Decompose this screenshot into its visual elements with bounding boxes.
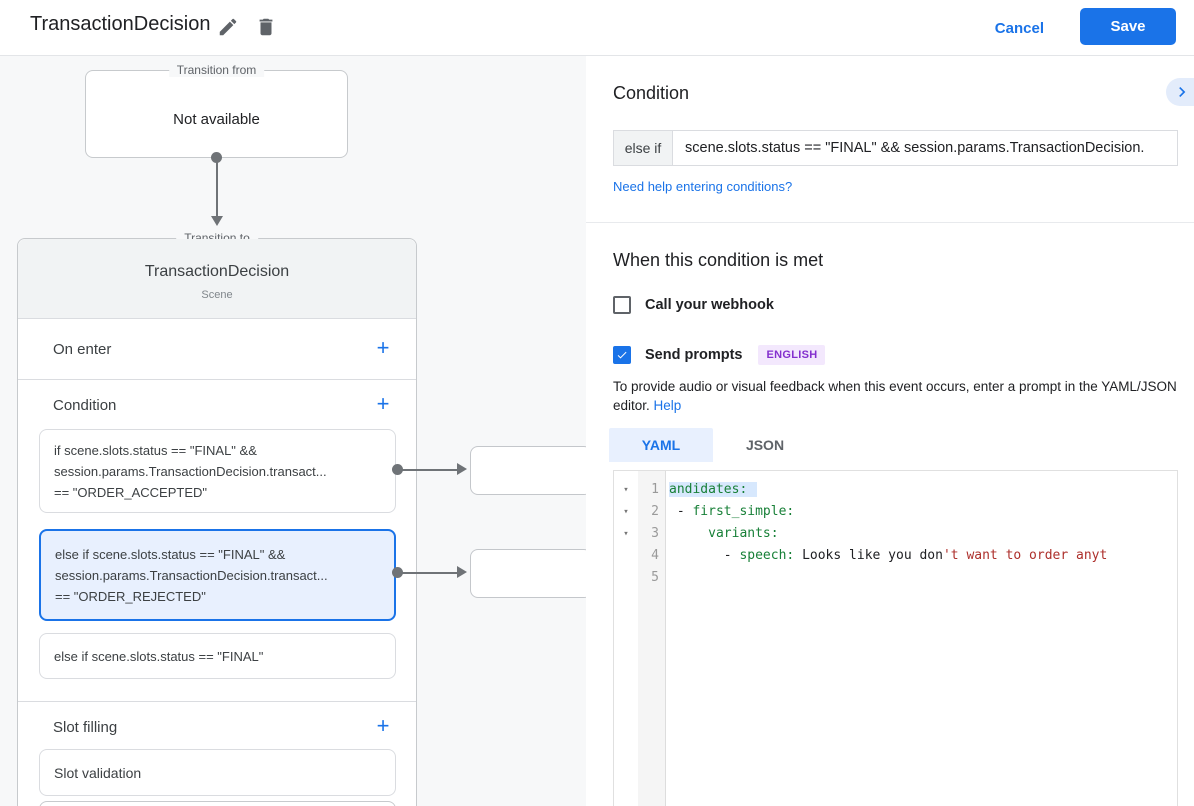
connector-dot	[392, 567, 403, 578]
condition-card-3[interactable]: else if scene.slots.status == "FINAL"	[39, 633, 396, 679]
code-area[interactable]: andidates: - first_simple: variants: - s…	[666, 471, 1177, 806]
editor-tabs: YAML JSON	[609, 428, 817, 462]
transition-from-legend: Transition from	[168, 63, 265, 77]
condition-prefix-label: else if	[613, 130, 672, 166]
code-token: first_simple:	[692, 504, 795, 519]
connector-line	[400, 469, 458, 471]
code-token: -	[669, 548, 740, 563]
line-number: 3	[651, 526, 659, 541]
condition-card-2-selected[interactable]: else if scene.slots.status == "FINAL" &&…	[39, 529, 396, 621]
transition-from-box[interactable]: Transition from Not available	[85, 63, 348, 158]
code-token: 't want to order anyt	[942, 548, 1108, 563]
transition-from-value: Not available	[173, 111, 260, 128]
trash-icon	[255, 18, 277, 41]
condition-card-line: session.params.TransactionDecision.trans…	[55, 568, 328, 583]
condition-section-label: Condition	[53, 397, 117, 414]
line-number: 1	[651, 482, 659, 497]
slot-validation-card[interactable]: Slot validation	[39, 749, 396, 796]
code-token: andidates:	[669, 482, 758, 497]
edit-scene-button[interactable]	[214, 14, 242, 42]
add-slot-button[interactable]: +	[370, 713, 396, 739]
fold-arrow-icon[interactable]: ▾	[623, 507, 629, 517]
code-token	[669, 526, 708, 541]
send-prompts-label: Send prompts	[645, 347, 743, 363]
call-webhook-label: Call your webhook	[645, 297, 774, 313]
add-condition-button[interactable]: +	[370, 391, 396, 417]
code-line	[669, 567, 1177, 589]
condition-card-line: == "ORDER_ACCEPTED"	[54, 485, 207, 500]
cancel-button[interactable]: Cancel	[979, 10, 1060, 46]
condition-panel-heading: Condition	[613, 83, 690, 103]
code-line: - speech: Looks like you don't want to o…	[669, 545, 1177, 567]
code-line: andidates:	[669, 479, 1177, 501]
divider	[18, 701, 416, 702]
scene-type-label: Scene	[201, 289, 233, 301]
transition-target-box-1[interactable]	[470, 446, 586, 495]
delete-scene-button[interactable]	[252, 14, 280, 42]
condition-card-line: else if scene.slots.status == "FINAL"	[54, 648, 264, 664]
condition-expression-input[interactable]	[672, 130, 1178, 166]
next-card-stub[interactable]	[39, 801, 396, 806]
condition-card-line: if scene.slots.status == "FINAL" &&	[54, 443, 257, 458]
fold-arrow-icon[interactable]: ▾	[623, 529, 629, 539]
code-token: Looks like you don	[794, 548, 943, 563]
yaml-editor: ▾ ▾ ▾ 1 2 3 4 5 andidates: - first_simple: var…	[613, 470, 1178, 806]
line-number-gutter: 1 2 3 4 5	[638, 471, 666, 806]
call-webhook-checkbox[interactable]	[613, 296, 631, 314]
connector-dot	[211, 152, 222, 163]
save-button[interactable]: Save	[1080, 8, 1176, 45]
scene-card: Transition to TransactionDecision Scene …	[17, 231, 417, 806]
condition-card-1[interactable]: if scene.slots.status == "FINAL" && sess…	[39, 429, 396, 513]
page-title: TransactionDecision	[30, 13, 211, 35]
line-number: 4	[651, 548, 659, 563]
fold-spacer	[614, 545, 638, 567]
condition-detail-panel: Condition else if Need help entering con…	[586, 56, 1194, 806]
condition-expression-row: else if	[613, 130, 1178, 166]
line-number: 5	[651, 570, 659, 585]
scene-card-header[interactable]: TransactionDecision Scene	[18, 239, 416, 319]
collapse-panel-button[interactable]	[1166, 78, 1194, 106]
code-token: -	[669, 504, 693, 519]
fold-spacer	[614, 567, 638, 589]
fold-gutter: ▾ ▾ ▾	[614, 471, 638, 806]
code-token: speech:	[739, 548, 795, 563]
on-enter-label: On enter	[53, 341, 112, 358]
transition-target-box-2[interactable]	[470, 549, 586, 598]
connector-line	[215, 158, 218, 216]
scene-diagram-canvas: Transition from Not available Transition…	[0, 56, 586, 806]
prompts-description: To provide audio or visual feedback when…	[613, 377, 1185, 415]
condition-card-line: session.params.TransactionDecision.trans…	[54, 464, 327, 479]
slot-filling-section-label: Slot filling	[53, 719, 118, 736]
code-line: - first_simple:	[669, 501, 1177, 523]
connector-dot	[392, 464, 403, 475]
top-bar: TransactionDecision Cancel Save	[0, 0, 1194, 56]
language-badge: ENGLISH	[758, 345, 826, 365]
condition-card-line: == "ORDER_REJECTED"	[55, 589, 206, 604]
code-token: variants:	[708, 526, 779, 541]
add-on-enter-button[interactable]: +	[370, 335, 396, 361]
divider	[18, 379, 416, 380]
divider	[586, 222, 1194, 223]
code-line: variants:	[669, 523, 1177, 545]
send-prompts-row: Send prompts ENGLISH	[613, 345, 826, 365]
arrow-right-icon	[457, 566, 467, 578]
arrow-down-icon	[210, 216, 223, 226]
pencil-icon	[217, 18, 239, 41]
scene-name: TransactionDecision	[144, 263, 290, 280]
slot-card-label: Slot validation	[54, 764, 142, 781]
help-link[interactable]: Help	[653, 398, 682, 413]
line-number: 2	[651, 504, 659, 519]
description-text: To provide audio or visual feedback when…	[613, 379, 1177, 413]
tab-yaml[interactable]: YAML	[609, 428, 713, 462]
send-prompts-checkbox[interactable]	[613, 346, 631, 364]
fold-arrow-icon[interactable]: ▾	[623, 485, 629, 495]
tab-json[interactable]: JSON	[745, 437, 785, 453]
webhook-row: Call your webhook	[613, 296, 774, 314]
arrow-right-icon	[457, 463, 467, 475]
connector-line	[400, 572, 458, 574]
when-met-heading: When this condition is met	[613, 250, 824, 270]
condition-help-link[interactable]: Need help entering conditions?	[613, 179, 793, 194]
condition-card-line: else if scene.slots.status == "FINAL" &&	[55, 547, 286, 562]
